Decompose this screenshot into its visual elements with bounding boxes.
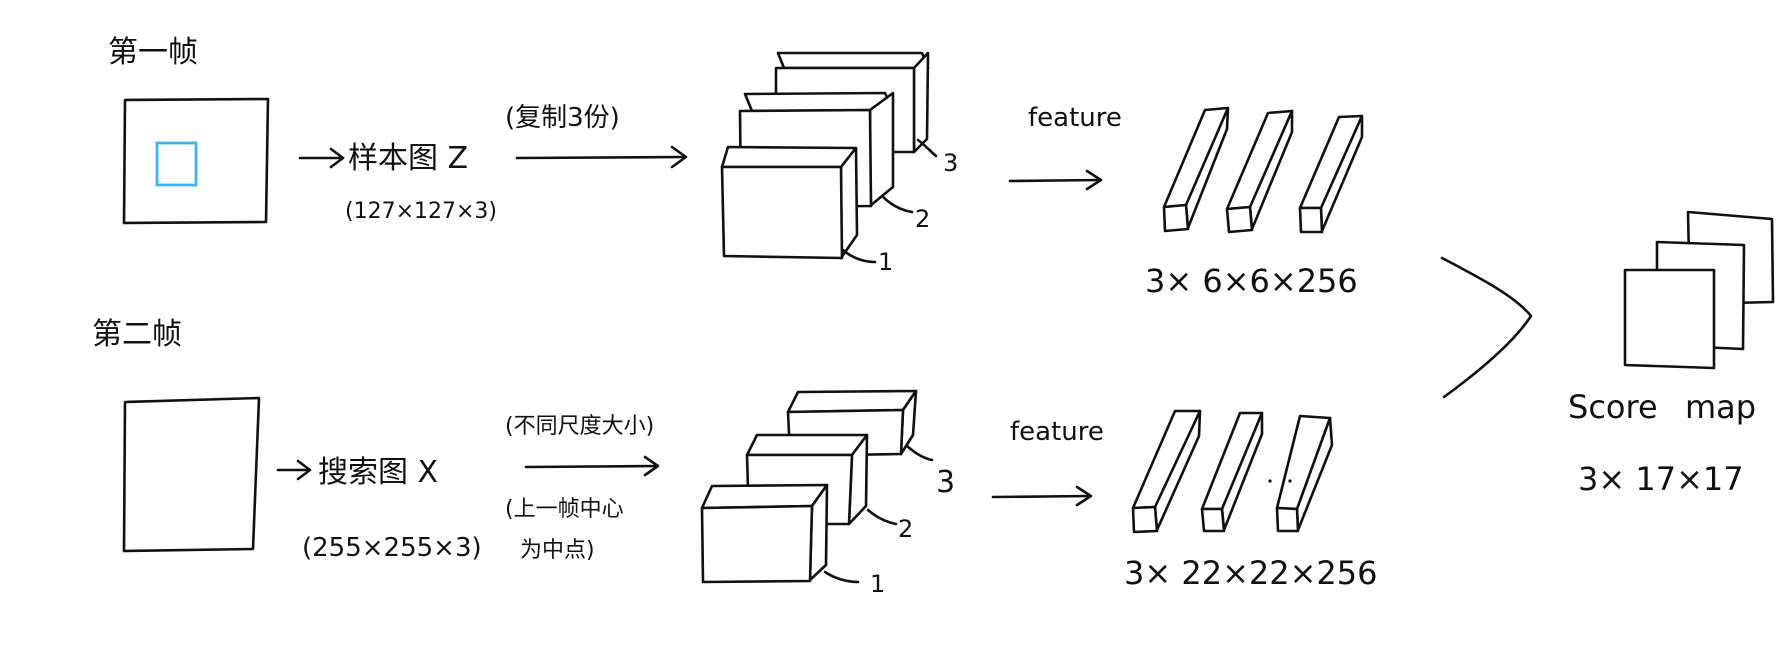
arrow-shaft (524, 464, 659, 469)
top-feature-label: feature (1028, 103, 1122, 133)
stack-number-2: 2 (915, 205, 930, 233)
search-feature-maps (1131, 409, 1334, 534)
ellipsis-dot (1268, 479, 1272, 483)
arrow-head (1085, 169, 1103, 191)
arrow-head (1075, 485, 1093, 507)
feature-bar-3 (1268, 414, 1334, 533)
feature-bar-3 (1298, 114, 1364, 234)
template-feature-maps (1162, 106, 1364, 234)
stack-number-3: 3 (936, 465, 955, 500)
leader-1 (823, 570, 860, 584)
arrow-shaft (991, 494, 1092, 499)
search-feature-dims: 3× 22×22×256 (1124, 554, 1377, 592)
arrow-to-sample (298, 147, 345, 169)
leader-3 (905, 444, 934, 462)
leader-1 (841, 248, 877, 264)
arrow-head (643, 455, 660, 477)
first-frame (122, 97, 270, 225)
search-image-label: 搜索图 X (318, 455, 438, 490)
leader-3 (916, 138, 938, 158)
leader-2 (880, 194, 914, 214)
target-roi-box (155, 141, 198, 187)
first-frame-border (122, 97, 270, 225)
score-map-1 (1623, 268, 1716, 370)
stack-number-2: 2 (898, 515, 913, 543)
search-image-size: (255×255×3) (302, 533, 482, 563)
arrow-to-search (276, 459, 312, 481)
first-frame-label: 第一帧 (108, 35, 198, 70)
arrow-head (670, 145, 688, 169)
center-note-line-2: 为中点) (520, 538, 595, 563)
stack-number-3: 3 (943, 149, 958, 177)
arrow-shaft (515, 155, 687, 160)
cube-3 (786, 389, 918, 458)
feature-bar-1 (1162, 106, 1230, 233)
sample-image-label: 样本图 Z (348, 141, 468, 176)
template-feature-dims: 3× 6×6×256 (1145, 262, 1358, 300)
arrow-multi-scale (524, 455, 660, 477)
second-frame-border (122, 396, 261, 553)
sample-image-size: (127×127×3) (345, 199, 497, 224)
arrow-copy (515, 145, 688, 169)
feature-bar-1 (1131, 409, 1202, 534)
arrow-head (296, 459, 312, 481)
feature-bar-2 (1200, 411, 1264, 533)
score-label: Score (1568, 388, 1658, 426)
bottom-feature-label: feature (1010, 417, 1104, 447)
merge-bracket (1440, 256, 1533, 399)
ellipsis-dot (1288, 479, 1292, 483)
score-map-dims: 3× 17×17 (1578, 460, 1744, 498)
arrow-shaft (1008, 178, 1102, 183)
sample-copies-stack: 3 2 1 (720, 51, 958, 276)
cube-1 (700, 483, 829, 584)
stack-number-1: 1 (870, 570, 885, 598)
multi-scale-label: (不同尺度大小) (505, 414, 654, 439)
arrow-top-feature (1008, 169, 1103, 191)
stack-number-1: 1 (878, 248, 893, 276)
score-map-stack (1623, 210, 1775, 370)
map-label: map (1685, 388, 1756, 426)
copy-three-label: (复制3份) (505, 103, 620, 133)
cube-1 (720, 145, 859, 260)
center-note-line-1: (上一帧中心 (505, 497, 624, 522)
arrow-head (329, 147, 345, 169)
leader-2 (866, 508, 898, 526)
arrow-bottom-feature (991, 485, 1093, 507)
search-scales-stack: 3 2 1 (700, 389, 955, 598)
second-frame-label: 第二帧 (92, 317, 182, 352)
feature-bar-2 (1225, 109, 1294, 234)
